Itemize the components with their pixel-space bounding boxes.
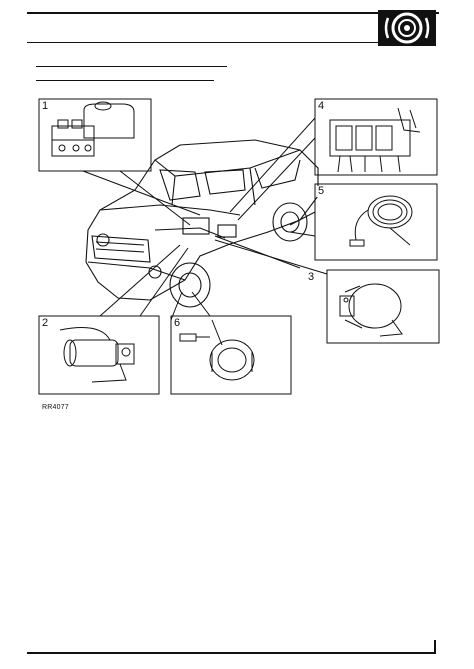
detail-box-3 bbox=[326, 269, 440, 344]
title-rule-1 bbox=[36, 66, 227, 67]
header-bottom-rule bbox=[27, 42, 379, 43]
detail-box-6 bbox=[170, 315, 292, 395]
footer-rule bbox=[27, 652, 435, 654]
footer-end-tick bbox=[434, 640, 436, 654]
vehicle-drawing bbox=[85, 139, 319, 308]
detail-box-5 bbox=[314, 183, 438, 261]
sensor-reluctor-drawing bbox=[179, 319, 255, 381]
callout-3: 3 bbox=[307, 271, 316, 283]
callout-2: 2 bbox=[41, 317, 50, 329]
callout-5: 5 bbox=[317, 185, 326, 197]
relay-block-drawing bbox=[329, 107, 421, 173]
detail-box-2 bbox=[38, 315, 160, 395]
header-top-rule bbox=[27, 12, 439, 14]
callout-4: 4 bbox=[317, 100, 326, 112]
detail-box-1 bbox=[38, 98, 152, 172]
wheel-sensor-lead-drawing bbox=[349, 195, 413, 247]
modulator-reservoir-drawing bbox=[51, 101, 135, 157]
detail-box-4 bbox=[314, 98, 438, 176]
pump-accumulator-drawing bbox=[339, 283, 403, 337]
pump-motor-drawing bbox=[59, 327, 135, 383]
callout-1: 1 bbox=[41, 100, 50, 112]
brake-disc-icon bbox=[378, 10, 436, 46]
figure-reference: RR4077 bbox=[42, 404, 69, 411]
callout-6: 6 bbox=[173, 317, 182, 329]
title-rule-2 bbox=[36, 80, 214, 81]
